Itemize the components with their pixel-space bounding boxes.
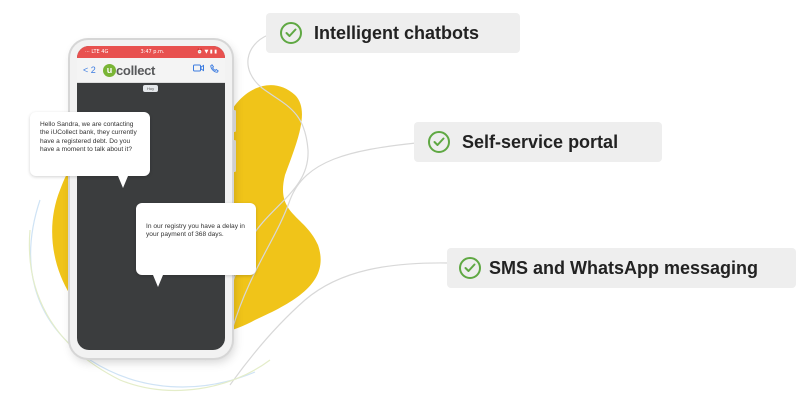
feature-label: Self-service portal	[462, 131, 619, 152]
brand-logo-text: collect	[116, 62, 156, 78]
phone-screen: ··· LTE 4G 3:47 p.m. ⏰ ▼ ▮ ▮ < 2 u colle…	[77, 46, 225, 350]
phone-side-button	[233, 110, 236, 132]
feature-sms-whatsapp-messaging: SMS and WhatsApp messaging	[447, 248, 796, 288]
chat-header: < 2 u collect	[77, 58, 225, 83]
status-icons: ⏰ ▼ ▮ ▮	[196, 49, 217, 55]
bubble-tail	[153, 275, 163, 287]
signal-indicator: ··· LTE 4G	[85, 49, 109, 55]
check-circle-icon	[280, 22, 302, 44]
status-time: 3:47 p.m.	[140, 49, 165, 55]
phone-mockup: ··· LTE 4G 3:47 p.m. ⏰ ▼ ▮ ▮ < 2 u colle…	[70, 40, 236, 358]
video-call-icon[interactable]	[193, 64, 204, 72]
day-label: Hoy	[143, 85, 159, 92]
message-bubble: Hello Sandra, we are contacting the iUCo…	[30, 112, 150, 188]
message-text: In our registry you have a delay in your…	[146, 223, 245, 239]
message-bubble: In our registry you have a delay in your…	[136, 203, 256, 287]
phone-call-icon[interactable]	[210, 64, 219, 73]
feature-label: SMS and WhatsApp messaging	[489, 257, 759, 278]
chat-actions	[193, 64, 219, 73]
status-bar: ··· LTE 4G 3:47 p.m. ⏰ ▼ ▮ ▮	[77, 46, 225, 58]
feature-intelligent-chatbots: Intelligent chatbots	[266, 13, 520, 53]
brand-logo: u collect	[103, 63, 155, 78]
check-circle-icon	[459, 257, 481, 279]
check-circle-icon	[428, 131, 450, 153]
message-text: Hello Sandra, we are contacting the iUCo…	[40, 121, 137, 154]
chat-area: Hoy	[77, 83, 225, 350]
feature-label: Intelligent chatbots	[314, 22, 480, 43]
brand-logo-initial: u	[103, 63, 116, 77]
feature-self-service-portal: Self-service portal	[414, 122, 662, 162]
bubble-tail	[118, 176, 128, 188]
connector-lines	[28, 34, 450, 391]
phone-volume-button	[233, 140, 236, 172]
back-button[interactable]: < 2	[83, 65, 96, 75]
